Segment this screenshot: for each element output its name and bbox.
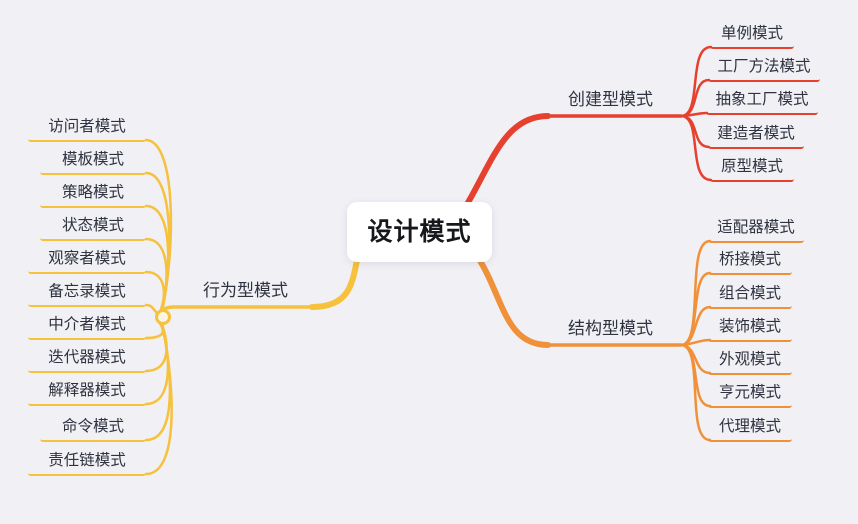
node-strategy[interactable]: 策略模式	[40, 182, 146, 208]
node-flyweight[interactable]: 亨元模式	[708, 382, 792, 408]
node-state[interactable]: 状态模式	[40, 215, 146, 241]
node-iterator[interactable]: 迭代器模式	[28, 347, 146, 373]
node-template[interactable]: 模板模式	[40, 149, 146, 175]
node-chain-of-responsibility[interactable]: 责任链模式	[28, 450, 146, 476]
node-singleton[interactable]: 单例模式	[710, 23, 794, 49]
node-root[interactable]: 设计模式	[347, 202, 492, 262]
node-behavioral-patterns[interactable]: 行为型模式	[203, 281, 288, 300]
node-bridge[interactable]: 桥接模式	[708, 249, 792, 275]
collapse-handle[interactable]	[155, 309, 171, 325]
creational-connectors	[463, 45, 713, 209]
behavioral-connectors	[144, 138, 360, 476]
node-interpreter[interactable]: 解释器模式	[28, 380, 146, 406]
node-builder[interactable]: 建造者模式	[708, 123, 804, 149]
node-factory-method[interactable]: 工厂方法模式	[708, 56, 820, 82]
node-abstract-factory[interactable]: 抽象工厂模式	[706, 89, 818, 115]
node-decorator[interactable]: 装饰模式	[708, 316, 792, 342]
node-visitor[interactable]: 访问者模式	[28, 116, 146, 142]
node-observer[interactable]: 观察者模式	[28, 248, 146, 274]
node-proxy[interactable]: 代理模式	[708, 416, 792, 442]
node-composite[interactable]: 组合模式	[708, 283, 792, 309]
node-structural-patterns[interactable]: 结构型模式	[568, 319, 653, 338]
node-creational-patterns[interactable]: 创建型模式	[568, 90, 653, 109]
structural-connectors	[474, 239, 712, 442]
node-mediator[interactable]: 中介者模式	[28, 314, 146, 340]
node-memento[interactable]: 备忘录模式	[28, 281, 146, 307]
node-adapter[interactable]: 适配器模式	[708, 217, 804, 243]
node-command[interactable]: 命令模式	[40, 416, 146, 442]
node-facade[interactable]: 外观模式	[708, 349, 792, 375]
node-prototype[interactable]: 原型模式	[710, 156, 794, 182]
